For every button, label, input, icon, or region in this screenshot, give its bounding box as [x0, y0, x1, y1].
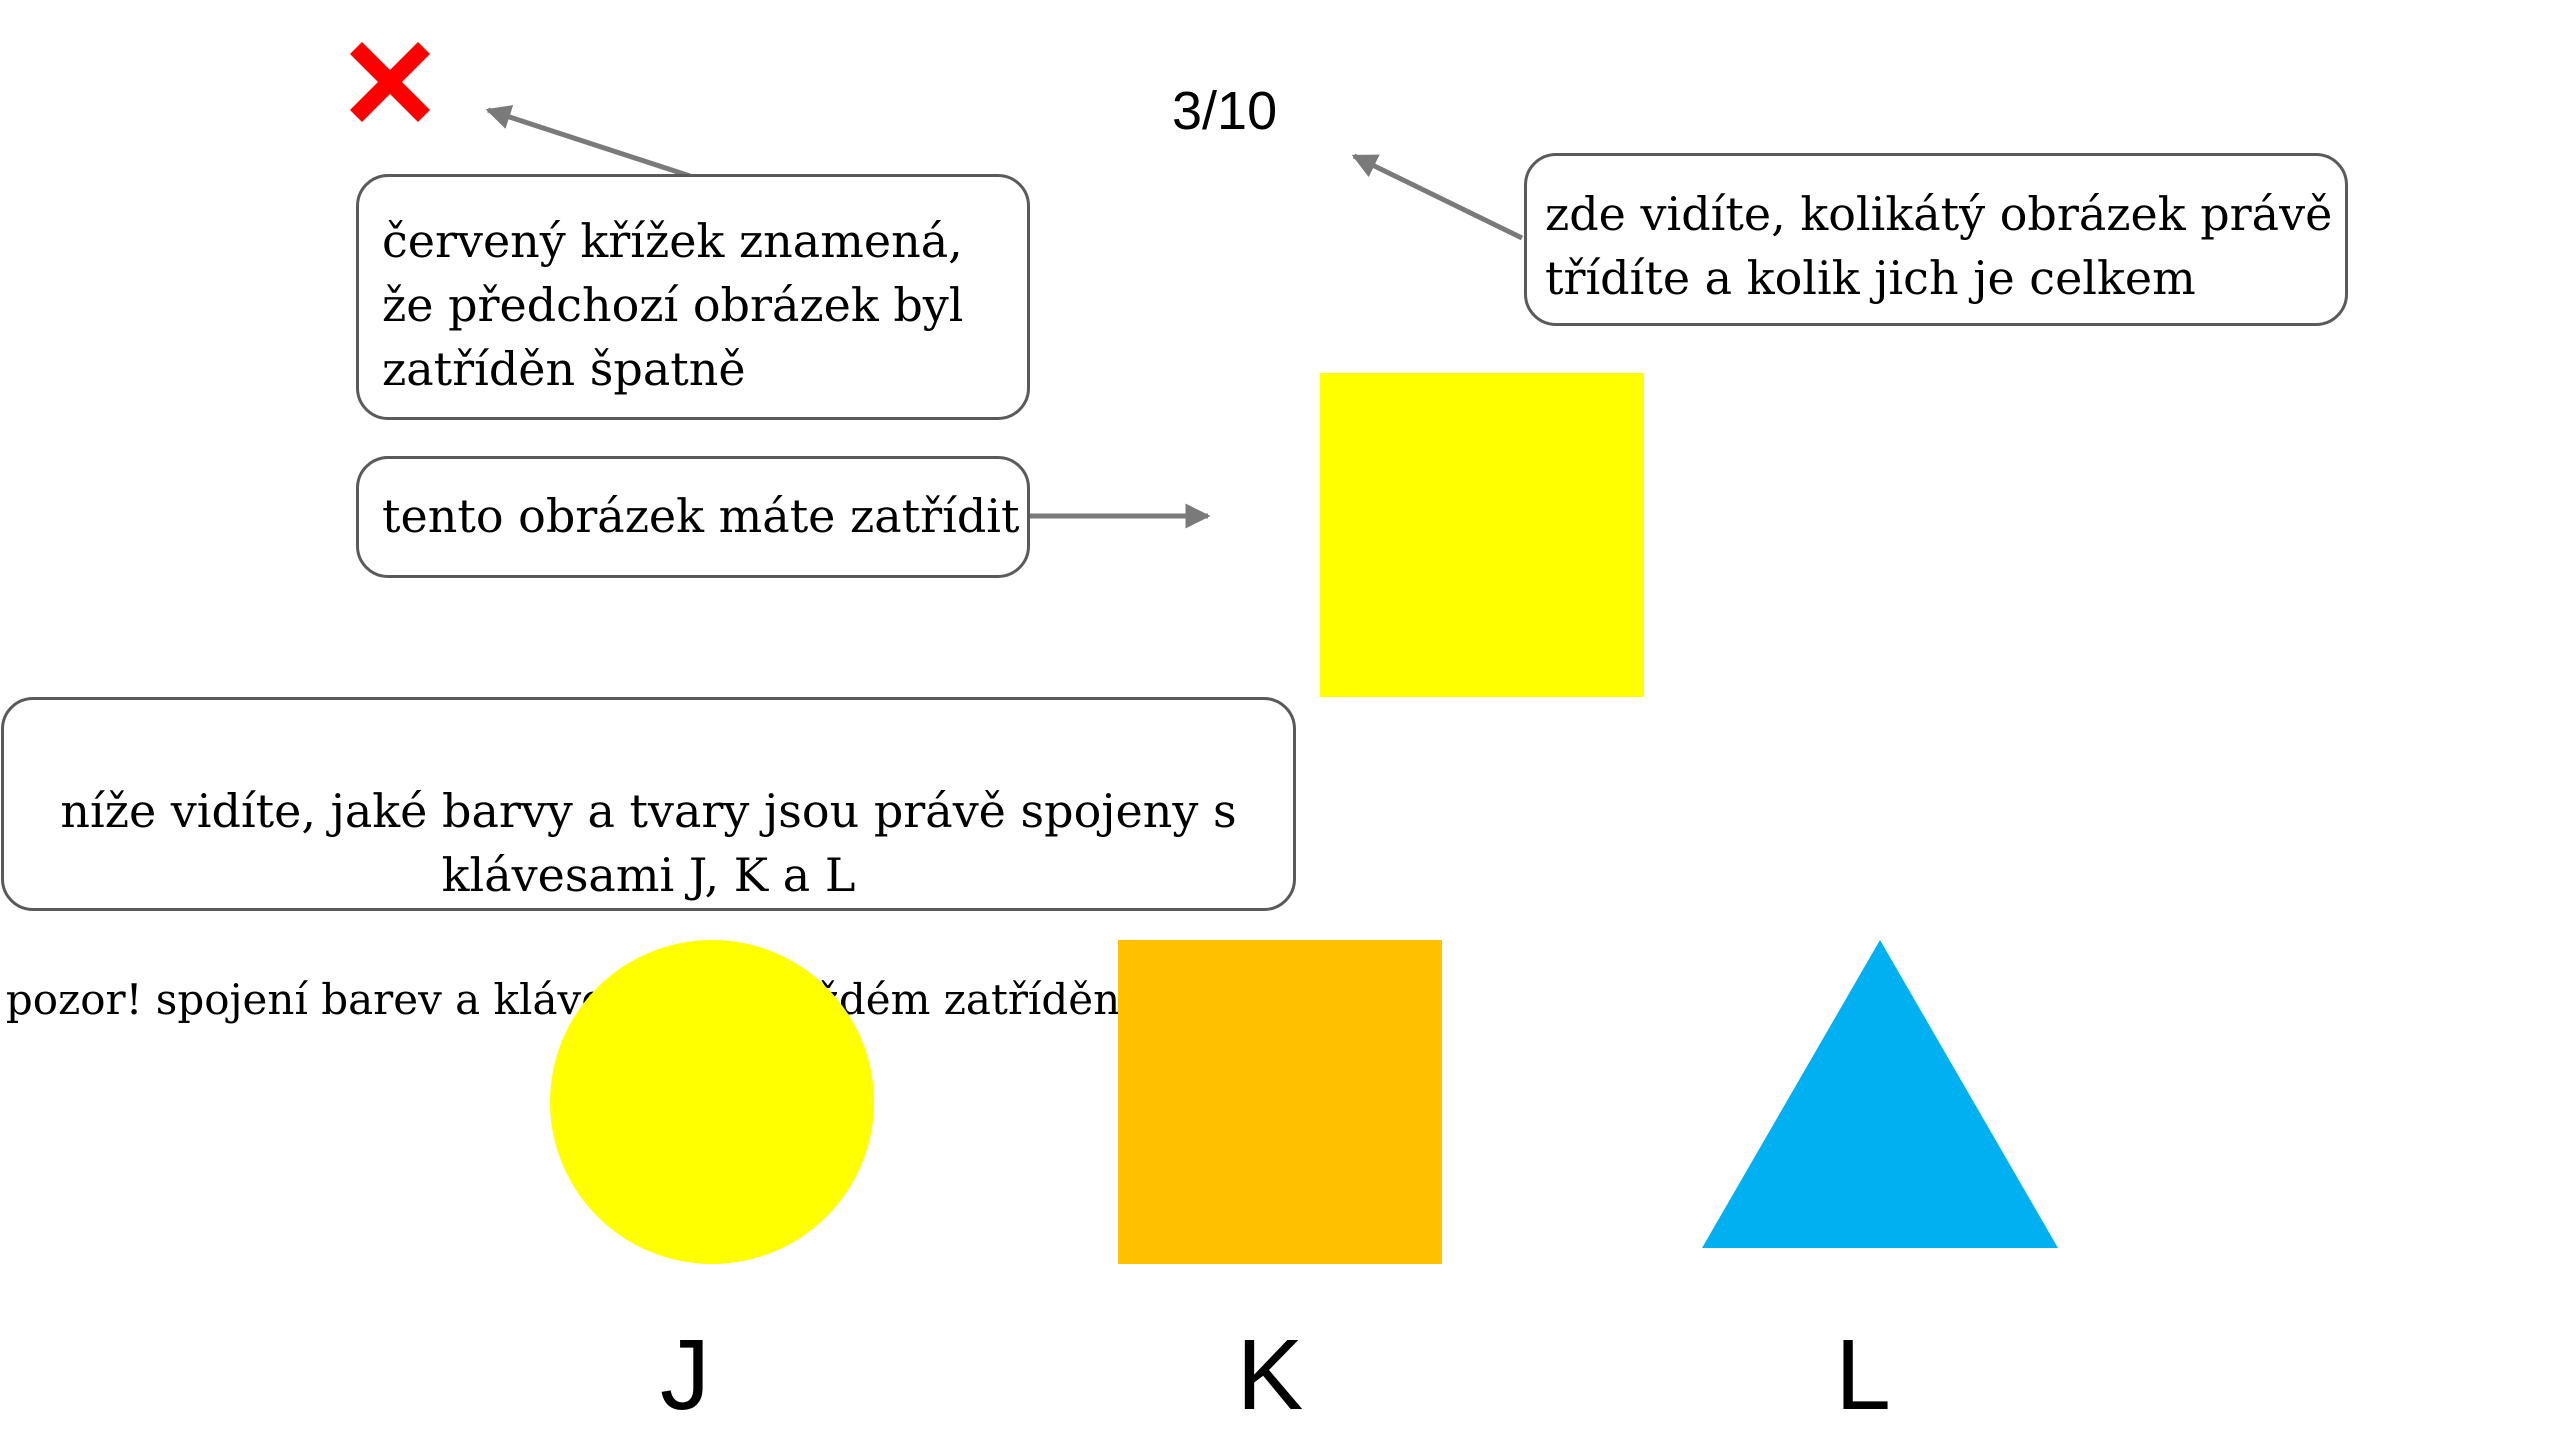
progress-counter: 3/10 — [1172, 81, 1278, 141]
feedback-explanation-callout: červený křížek znamená, že předchozí obr… — [356, 174, 1030, 420]
arrow-to-cross — [485, 105, 691, 179]
key-label-k: K — [1236, 1319, 1304, 1431]
choice-j-circle — [550, 940, 874, 1264]
mapping-note-line: níže vidíte, jaké barvy a tvary jsou prá… — [60, 784, 1237, 902]
key-mapping-explanation-callout: níže vidíte, jaké barvy a tvary jsou prá… — [1, 697, 1296, 1024]
target-stimulus-square — [1320, 373, 1644, 697]
key-label-l: L — [1835, 1319, 1891, 1431]
red-cross-icon — [350, 42, 430, 122]
counter-explanation-callout: zde vidíte, kolikátý obrázek právě třídí… — [1524, 153, 2348, 326]
key-label-j: J — [660, 1319, 710, 1431]
choice-k-square — [1118, 940, 1442, 1264]
target-explanation-callout: tento obrázek máte zatřídit — [356, 456, 1030, 578]
arrow-to-counter — [1351, 153, 1524, 241]
choice-l-triangle — [1702, 940, 2058, 1248]
